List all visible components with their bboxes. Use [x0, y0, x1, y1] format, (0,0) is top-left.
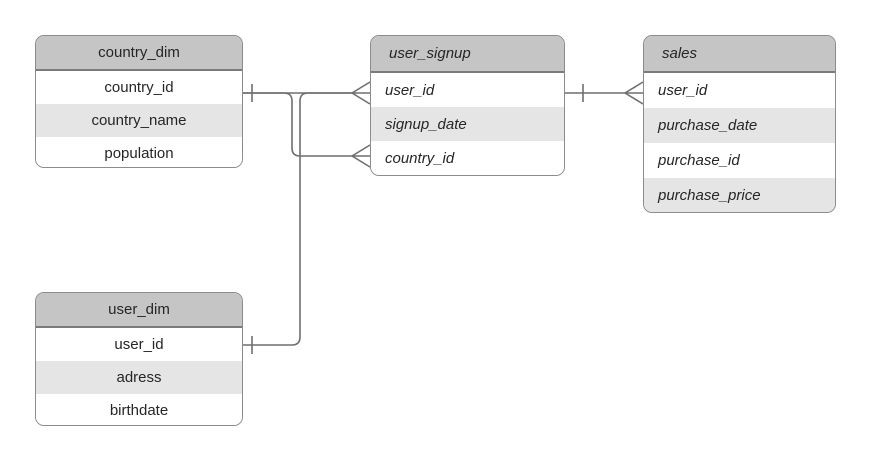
cardinality-many-user-signup-user-id — [351, 81, 371, 105]
field-user_dim-birthdate[interactable]: birthdate — [36, 394, 242, 425]
entity-title-user_signup: user_signup — [371, 36, 564, 73]
field-user_dim-adress[interactable]: adress — [36, 361, 242, 394]
field-user_dim-user_id[interactable]: user_id — [36, 328, 242, 361]
cardinality-many-sales-user-id — [624, 81, 644, 105]
connector-country-dim-to-user-signup-country-id — [243, 92, 352, 157]
field-country_dim-population[interactable]: population — [36, 137, 242, 167]
field-user_signup-user_id[interactable]: user_id — [371, 73, 564, 107]
cardinality-many-user-signup-country-id — [351, 144, 371, 168]
field-user_signup-signup_date[interactable]: signup_date — [371, 107, 564, 141]
entity-title-sales: sales — [644, 36, 835, 73]
field-sales-user_id[interactable]: user_id — [644, 73, 835, 108]
field-country_dim-country_name[interactable]: country_name — [36, 104, 242, 137]
field-sales-purchase_date[interactable]: purchase_date — [644, 108, 835, 143]
field-sales-purchase_id[interactable]: purchase_id — [644, 143, 835, 178]
connector-user-dim-to-user-signup — [243, 92, 352, 346]
field-user_signup-country_id[interactable]: country_id — [371, 141, 564, 175]
entity-title-country_dim: country_dim — [36, 36, 242, 71]
entity-title-user_dim: user_dim — [36, 293, 242, 328]
field-sales-purchase_price[interactable]: purchase_price — [644, 178, 835, 212]
field-country_dim-country_id[interactable]: country_id — [36, 71, 242, 104]
